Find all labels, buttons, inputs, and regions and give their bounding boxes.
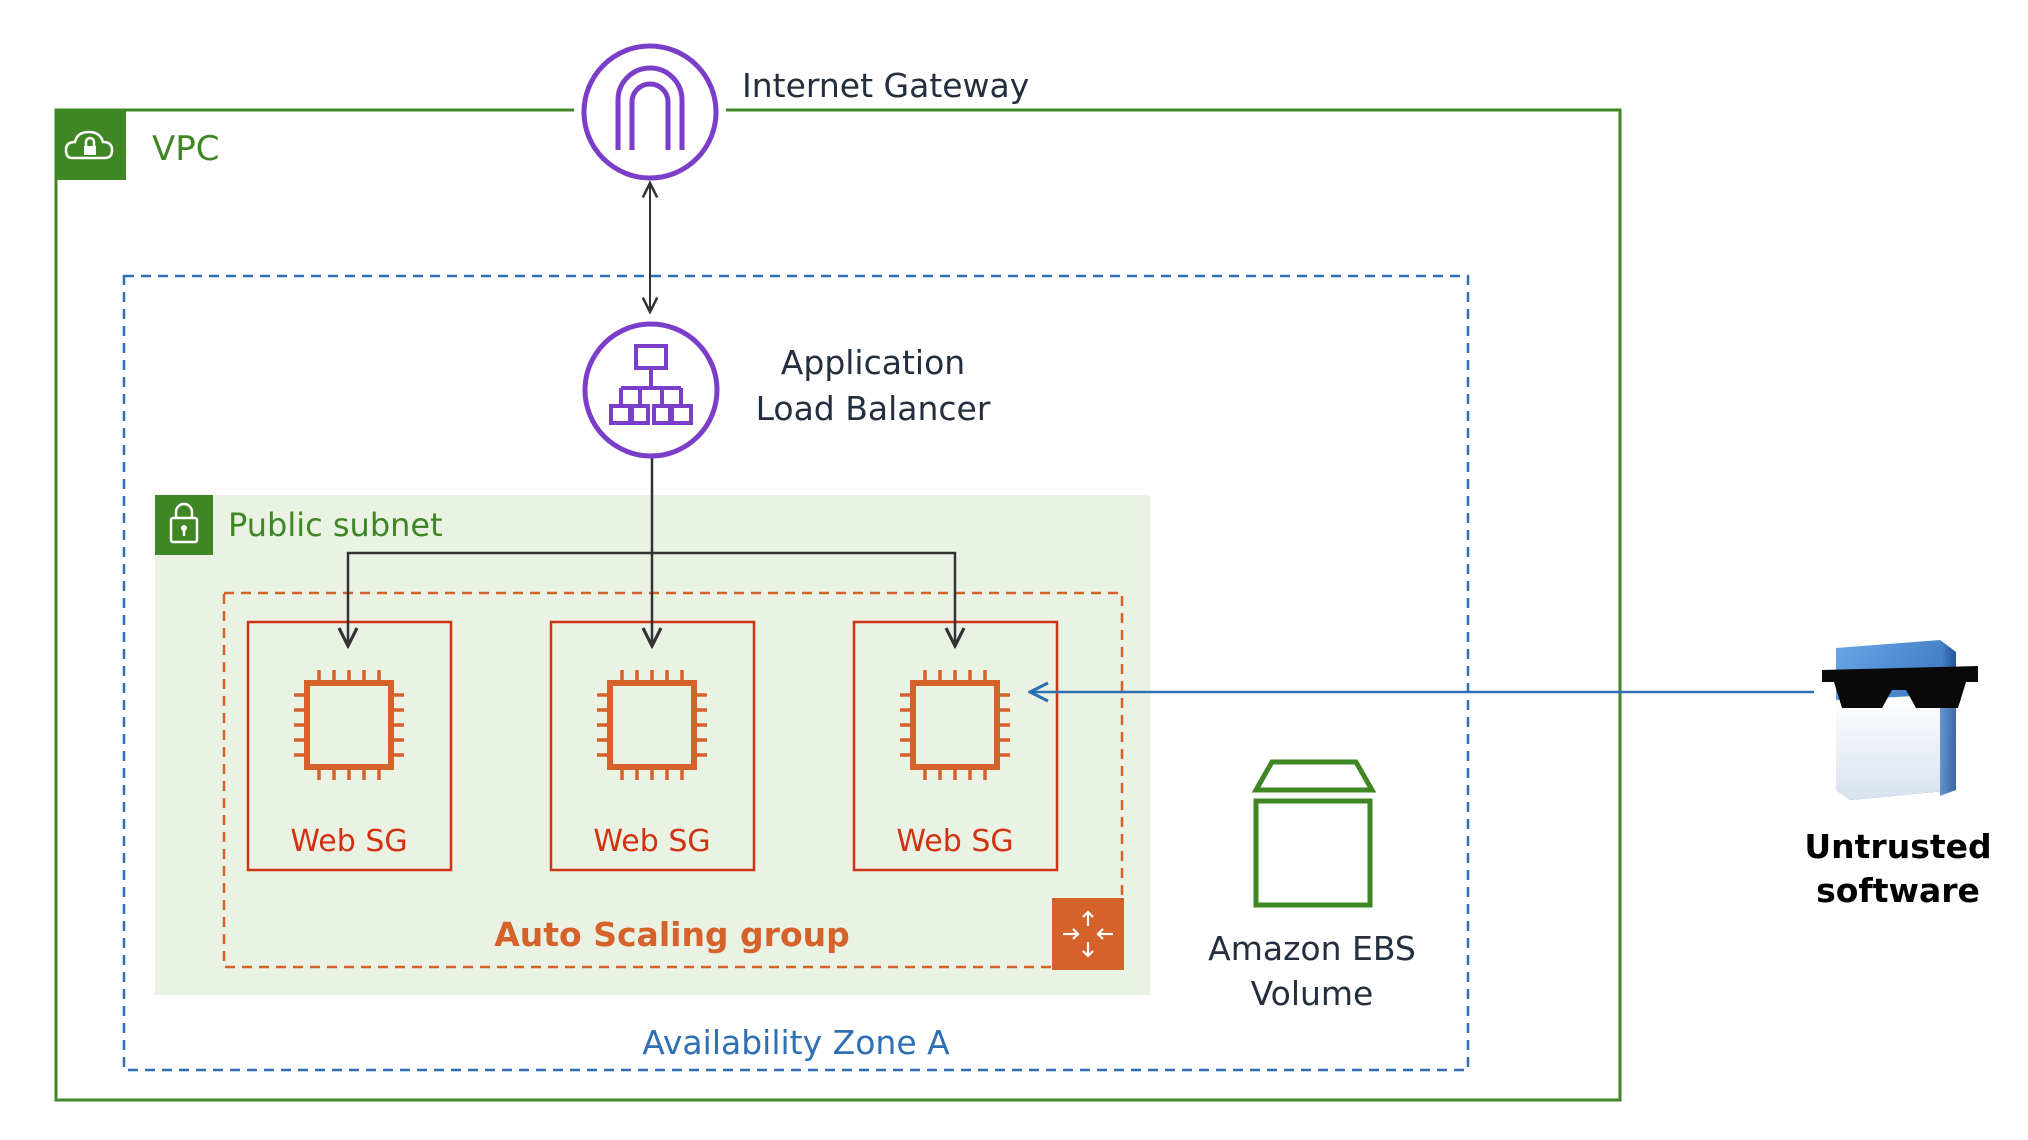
padlock-icon xyxy=(169,502,199,544)
ebs-volume-label-line1: Amazon EBS xyxy=(1208,929,1416,968)
ebs-volume-label-line2: Volume xyxy=(1251,974,1374,1013)
availability-zone-label: Availability Zone A xyxy=(642,1023,950,1062)
auto-scaling-group-label: Auto Scaling group xyxy=(494,915,849,954)
sunglasses-box-icon xyxy=(1822,640,1978,800)
auto-scaling-icon xyxy=(1063,910,1113,958)
instance-box xyxy=(246,620,453,872)
auto-scaling-badge xyxy=(1052,898,1124,970)
instance-1: Web SG xyxy=(246,620,453,872)
availability-zone-boundary xyxy=(122,274,1470,1072)
alb-to-instances-connectors xyxy=(348,458,955,646)
public-subnet-label: Public subnet xyxy=(228,506,443,544)
load-balancer-label-line2: Load Balancer xyxy=(756,389,991,428)
untrusted-software-label-line1: Untrusted xyxy=(1804,827,1991,866)
instance-label: Web SG xyxy=(290,824,407,859)
ebs-volume-icon xyxy=(1251,759,1377,908)
vpc-boundary xyxy=(54,108,1622,1102)
load-balancer-label-line1: Application xyxy=(781,343,965,382)
internet-gateway-icon xyxy=(581,43,719,181)
instance-label: Web SG xyxy=(896,824,1013,859)
untrusted-software-label-line2: software xyxy=(1816,871,1980,910)
internet-gateway-label: Internet Gateway xyxy=(742,66,1029,105)
instance-label: Web SG xyxy=(593,824,710,859)
cloud-lock-icon xyxy=(64,130,114,160)
auto-scaling-group-boundary xyxy=(222,591,1124,969)
vpc-label: VPC xyxy=(152,129,220,169)
load-balancer-icon xyxy=(582,321,720,459)
